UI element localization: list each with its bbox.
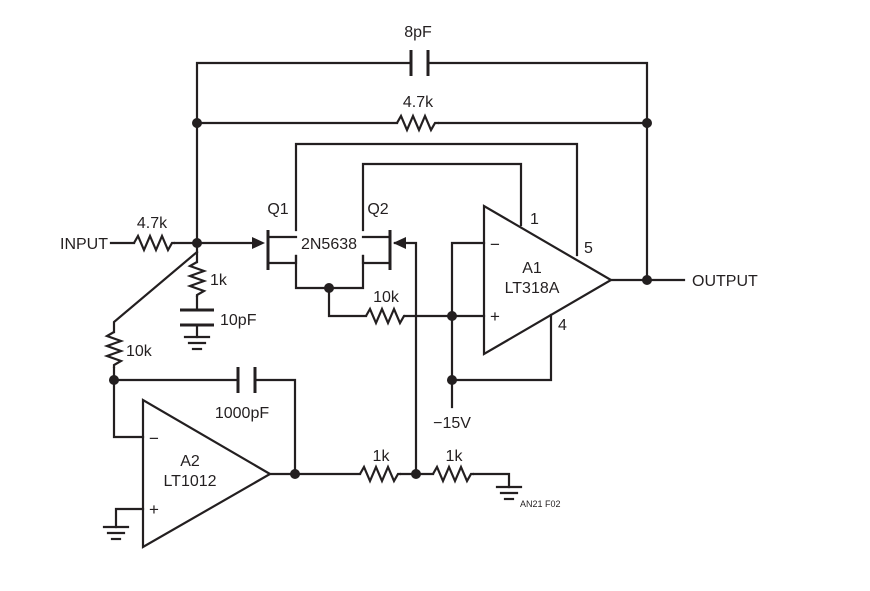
resistor-10k-source xyxy=(365,306,405,326)
wire-q2-gate-vertical xyxy=(393,241,418,476)
grounds xyxy=(102,323,523,541)
label-res-feedback: 4.7k xyxy=(403,94,434,111)
junctions xyxy=(109,118,652,479)
a1-pin-4: 4 xyxy=(558,317,567,334)
q1-gate-arrow xyxy=(252,237,265,249)
wire-q1-drain xyxy=(294,142,579,257)
labels: 8pF 4.7k INPUT 4.7k Q1 Q2 2N5638 1k 10pF… xyxy=(60,24,758,509)
wire-q2-drain xyxy=(361,162,523,232)
label-cap-1000pf: 1000pF xyxy=(215,405,269,422)
q2-gate-arrow xyxy=(393,237,406,249)
wire-diagonal xyxy=(112,250,199,382)
a2-name: A2 xyxy=(180,453,200,470)
junction-dot xyxy=(642,118,652,128)
opamp-a1: − + A1 LT318A 1 5 4 xyxy=(482,204,614,356)
wire-a1-pin4 xyxy=(450,313,553,382)
a2-noninverting-sign: + xyxy=(149,500,159,519)
label-jfet-part: 2N5638 xyxy=(301,236,357,253)
opamp-a2: − + A2 LT1012 xyxy=(141,398,273,549)
junction-dot xyxy=(447,375,457,385)
label-res-10k-left: 10k xyxy=(126,343,153,360)
wire-1000pf xyxy=(112,378,297,476)
wire-a2-out xyxy=(268,472,511,489)
wire-a2-inv xyxy=(112,378,145,439)
junction-dot xyxy=(411,469,421,479)
label-res-1k-b: 1k xyxy=(446,448,464,465)
opamp-a1-body xyxy=(482,204,614,356)
opamp-a2-body xyxy=(141,398,273,549)
label-input: INPUT xyxy=(60,236,108,253)
label-res-1k-gate: 1k xyxy=(210,272,228,289)
resistor-input-4k7 xyxy=(133,233,175,253)
wire-a1-inv xyxy=(450,241,486,409)
q1-leads xyxy=(266,235,298,265)
ground-a2 xyxy=(102,525,130,541)
a1-inverting-sign: − xyxy=(490,235,500,254)
a1-pin-1: 1 xyxy=(530,211,539,228)
capacitor-8pf xyxy=(409,50,430,76)
wires xyxy=(109,61,686,529)
junction-dot xyxy=(192,118,202,128)
resistor-1k-b xyxy=(432,464,474,484)
label-supply-neg: −15V xyxy=(433,415,471,432)
a2-inverting-sign: − xyxy=(149,429,159,448)
resistor-1k-gate xyxy=(186,261,208,297)
jfet-q1 xyxy=(252,230,298,270)
label-output: OUTPUT xyxy=(692,273,758,290)
label-res-10k-source: 10k xyxy=(373,289,400,306)
a1-part: LT318A xyxy=(505,280,560,297)
label-cap-8pf: 8pF xyxy=(404,24,432,41)
resistor-10k-left xyxy=(103,331,125,368)
junction-dot xyxy=(642,275,652,285)
wire-feedback-cap xyxy=(195,61,649,282)
label-q1: Q1 xyxy=(267,201,288,218)
label-res-1k-a: 1k xyxy=(373,448,391,465)
junction-dot xyxy=(447,311,457,321)
label-figure-id: AN21 F02 xyxy=(520,499,561,509)
resistor-feedback-4k7 xyxy=(396,113,439,133)
wire-a2-noninv xyxy=(114,507,145,529)
a1-pin-5: 5 xyxy=(584,240,593,257)
q2-leads xyxy=(361,235,392,265)
a1-noninverting-sign: + xyxy=(490,307,500,326)
capacitor-10pf xyxy=(180,308,214,327)
jfet-q2 xyxy=(361,230,406,270)
label-res-input: 4.7k xyxy=(137,215,168,232)
resistors xyxy=(103,113,474,484)
junction-dot xyxy=(109,375,119,385)
a1-name: A1 xyxy=(522,260,542,277)
junction-dot xyxy=(324,283,334,293)
junction-dot xyxy=(290,469,300,479)
resistor-1k-a xyxy=(359,464,401,484)
capacitor-1000pf xyxy=(236,367,257,393)
label-q2: Q2 xyxy=(367,201,388,218)
ground-output-divider xyxy=(495,485,523,501)
junction-dot xyxy=(192,238,202,248)
ground-10pf xyxy=(183,323,211,351)
label-cap-10pf: 10pF xyxy=(220,312,257,329)
a2-part: LT1012 xyxy=(163,473,216,490)
capacitors xyxy=(180,50,430,393)
